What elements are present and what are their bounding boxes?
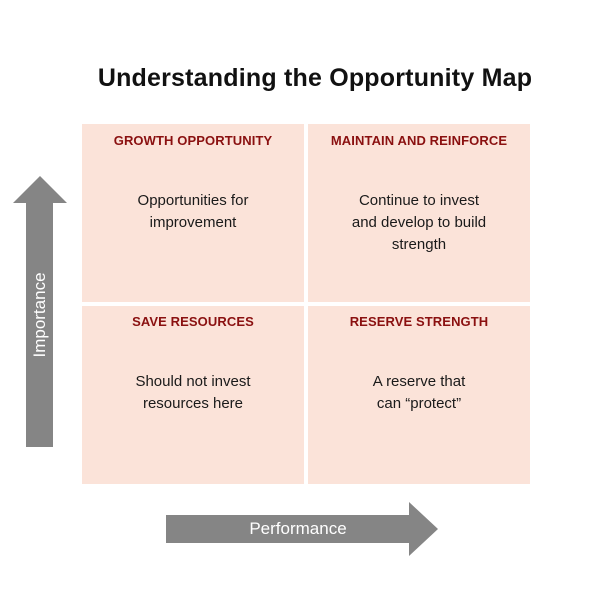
description-line: strength (391, 236, 447, 253)
quadrant-title: MAINTAIN AND REINFORCE (330, 133, 508, 148)
quadrant-title: RESERVE STRENGTH (349, 314, 489, 329)
quadrant-description: Continue to invest and develop to build … (348, 190, 490, 256)
quadrant-maintain-and-reinforce: MAINTAIN AND REINFORCE Continue to inves… (308, 124, 530, 302)
quadrant-reserve-strength: RESERVE STRENGTH A reserve that can “pro… (308, 306, 530, 484)
description-line: Continue to invest (358, 192, 480, 209)
description-line: Should not invest (135, 373, 251, 390)
description-line: can “protect” (376, 395, 462, 412)
opportunity-map: GROWTH OPPORTUNITY Opportunities for imp… (82, 124, 530, 494)
description-line: resources here (142, 395, 244, 412)
description-line: A reserve that (372, 373, 466, 390)
quadrant-description: A reserve that can “protect” (363, 371, 475, 415)
y-axis-label: Importance (30, 272, 49, 358)
description-line: Opportunities for (137, 192, 249, 209)
page-title: Understanding the Opportunity Map (97, 64, 533, 92)
performance-arrow (166, 502, 438, 556)
importance-arrow-shape (13, 176, 67, 447)
quadrant-growth-opportunity: GROWTH OPPORTUNITY Opportunities for imp… (82, 124, 304, 302)
performance-arrow-shape (166, 502, 438, 556)
quadrant-description: Should not invest resources here (122, 371, 264, 415)
quadrant-description: Opportunities for improvement (112, 190, 274, 234)
x-axis-label: Performance (249, 519, 347, 538)
importance-arrow (13, 176, 67, 447)
quadrant-title: SAVE RESOURCES (132, 314, 254, 329)
quadrant-save-resources: SAVE RESOURCES Should not invest resourc… (82, 306, 304, 484)
description-line: and develop to build (351, 214, 487, 231)
quadrant-title: GROWTH OPPORTUNITY (113, 133, 273, 148)
description-line: improvement (149, 214, 237, 231)
